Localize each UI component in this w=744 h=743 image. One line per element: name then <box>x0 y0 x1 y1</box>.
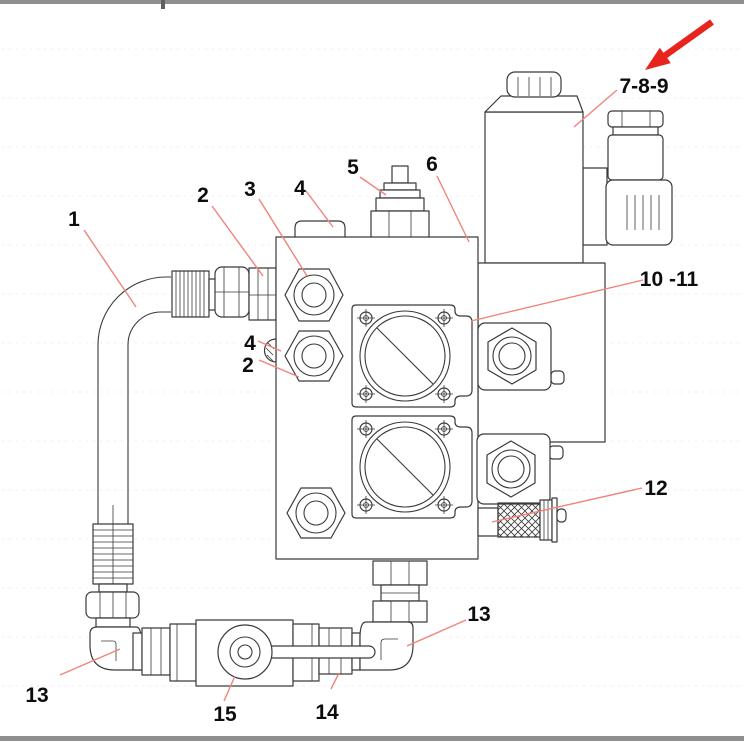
manifold-block <box>263 165 479 560</box>
flange-screw <box>357 420 375 438</box>
solenoid-cap <box>506 71 562 98</box>
callout-1: 1 <box>68 208 80 231</box>
sight-glass-upper <box>351 304 473 408</box>
solenoid-coil <box>484 71 584 264</box>
callout-13-right: 13 <box>467 603 490 626</box>
leader-6 <box>436 175 470 243</box>
callout-2-lower: 2 <box>242 354 254 377</box>
leader-4-lower <box>257 340 282 352</box>
callout-4-upper: 4 <box>294 177 306 200</box>
callout-12: 12 <box>644 477 667 500</box>
leader-15 <box>223 675 236 702</box>
hex-nut <box>372 600 428 623</box>
din-connector <box>605 110 673 246</box>
callout-14: 14 <box>315 701 339 724</box>
callout-15: 15 <box>213 703 237 726</box>
breather-cap-part4 <box>294 220 346 239</box>
leader-10-11 <box>470 279 644 322</box>
callout-7-8-9: 7-8-9 <box>619 75 668 98</box>
callout-6: 6 <box>426 153 438 176</box>
callout-10-11: 10 -11 <box>640 268 699 291</box>
callout-4-lower: 4 <box>244 332 256 355</box>
callout-13-left: 13 <box>25 684 48 707</box>
leader-2-lower <box>258 359 300 378</box>
flange-screw <box>435 496 453 514</box>
hose-ferrule-upper <box>171 270 210 318</box>
leader-4-upper <box>305 190 334 228</box>
red-pointer-arrow <box>645 19 714 70</box>
flange-screw <box>357 309 375 327</box>
port-block-lower <box>476 433 551 505</box>
callout-5: 5 <box>347 156 359 179</box>
hose-assembly <box>85 266 277 628</box>
leader-13-right <box>406 619 467 647</box>
top-border-bar <box>0 0 744 4</box>
callout-2-upper: 2 <box>197 184 209 207</box>
side-plug-part4 <box>263 338 277 363</box>
hex-nut <box>141 627 171 676</box>
relief-valve-part5 <box>370 165 430 239</box>
flange-screw <box>435 309 453 327</box>
flange-screw <box>357 496 375 514</box>
flange-screw <box>435 420 453 438</box>
leader-5 <box>359 176 387 196</box>
port-block-upper <box>477 322 552 391</box>
bottom-port-fitting <box>372 560 428 623</box>
bottom-border-bar <box>0 736 744 741</box>
connector-hex-nut <box>607 110 664 128</box>
shutoff-valve-line <box>89 619 414 687</box>
leader-2-upper <box>211 205 264 277</box>
solenoid-body <box>484 111 584 264</box>
leader-1 <box>83 229 137 308</box>
connector-bracket <box>582 167 608 246</box>
flange-screw <box>357 385 375 403</box>
callout-labels: 1 2 3 4 5 6 7-8-9 10 -11 12 13 13 14 15 … <box>25 75 698 726</box>
leader-13-left <box>59 648 121 676</box>
hex-nut <box>372 560 428 586</box>
leader-7-8-9 <box>573 89 618 128</box>
callout-3-upper: 3 <box>244 178 256 201</box>
hex-plug-3-top <box>284 268 344 322</box>
leader-14 <box>330 672 340 690</box>
sight-glass-lower <box>351 415 473 519</box>
elbow-fitting-13-left <box>89 626 142 671</box>
elbow-fitting-13-right <box>359 621 414 671</box>
top-border-tick <box>161 0 165 9</box>
leader-lines <box>59 89 644 702</box>
valve-boss <box>217 624 273 680</box>
flange-screw <box>435 385 453 403</box>
knurled-knob-part12 <box>477 497 567 543</box>
hex-plug-2-middle <box>284 330 344 382</box>
hose-swivel-nut-lower <box>85 591 140 619</box>
leader-12 <box>491 487 643 523</box>
leader-3-upper <box>258 198 308 277</box>
hex-plug-3-bottom <box>286 487 346 539</box>
